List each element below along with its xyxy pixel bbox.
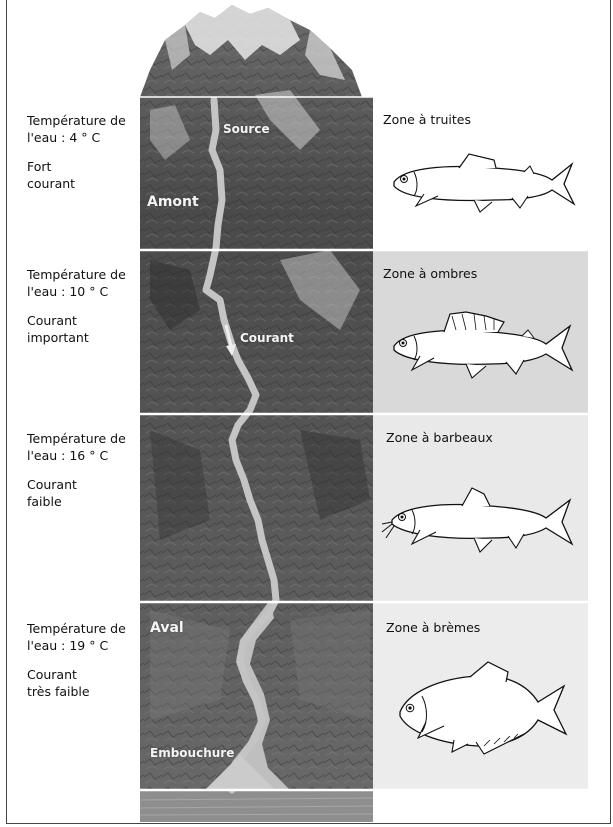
label-courant: Courant bbox=[240, 331, 294, 345]
zone-3-temperature-line1: Température de bbox=[27, 430, 142, 447]
zone-1-current-line2: courant bbox=[27, 175, 142, 192]
zone-2-current-line1: Courant bbox=[27, 312, 142, 329]
zone-3-title: Zone à barbeaux bbox=[386, 430, 493, 445]
zone-1-current-line1: Fort bbox=[27, 158, 142, 175]
bream-icon bbox=[392, 660, 570, 756]
zone-4-temperature-line1: Température de bbox=[27, 620, 142, 637]
zone-4-current-line1: Courant bbox=[27, 666, 142, 683]
zone-4-temperature-line2: l'eau : 19 ° C bbox=[27, 637, 142, 654]
zone-2-conditions: Température de l'eau : 10 ° C Courant im… bbox=[27, 266, 142, 346]
zone-2-current-line2: important bbox=[27, 329, 142, 346]
zone-1-conditions: Température de l'eau : 4 ° C Fort couran… bbox=[27, 112, 142, 192]
trout-icon bbox=[384, 150, 576, 220]
zone-4-conditions: Température de l'eau : 19 ° C Courant tr… bbox=[27, 620, 142, 700]
zone-1-temperature-line2: l'eau : 4 ° C bbox=[27, 129, 142, 146]
zone-3-temperature-line2: l'eau : 16 ° C bbox=[27, 447, 142, 464]
label-amont: Amont bbox=[147, 194, 199, 210]
zone-1-temperature-line1: Température de bbox=[27, 112, 142, 129]
zone-3-current-line2: faible bbox=[27, 493, 142, 510]
zone-4-title: Zone à brèmes bbox=[386, 620, 480, 635]
label-aval: Aval bbox=[150, 620, 184, 636]
barbel-icon bbox=[380, 484, 576, 560]
zone-3-current-line1: Courant bbox=[27, 476, 142, 493]
zone-4-current-line2: très faible bbox=[27, 683, 142, 700]
label-source: Source bbox=[223, 122, 270, 136]
zone-1-title: Zone à truites bbox=[383, 112, 471, 127]
zone-2-temperature-line2: l'eau : 10 ° C bbox=[27, 283, 142, 300]
zone-2-temperature-line1: Température de bbox=[27, 266, 142, 283]
label-embouchure: Embouchure bbox=[150, 746, 234, 760]
grayling-icon bbox=[386, 308, 576, 388]
zone-2-title: Zone à ombres bbox=[383, 266, 477, 281]
zone-3-conditions: Température de l'eau : 16 ° C Courant fa… bbox=[27, 430, 142, 510]
